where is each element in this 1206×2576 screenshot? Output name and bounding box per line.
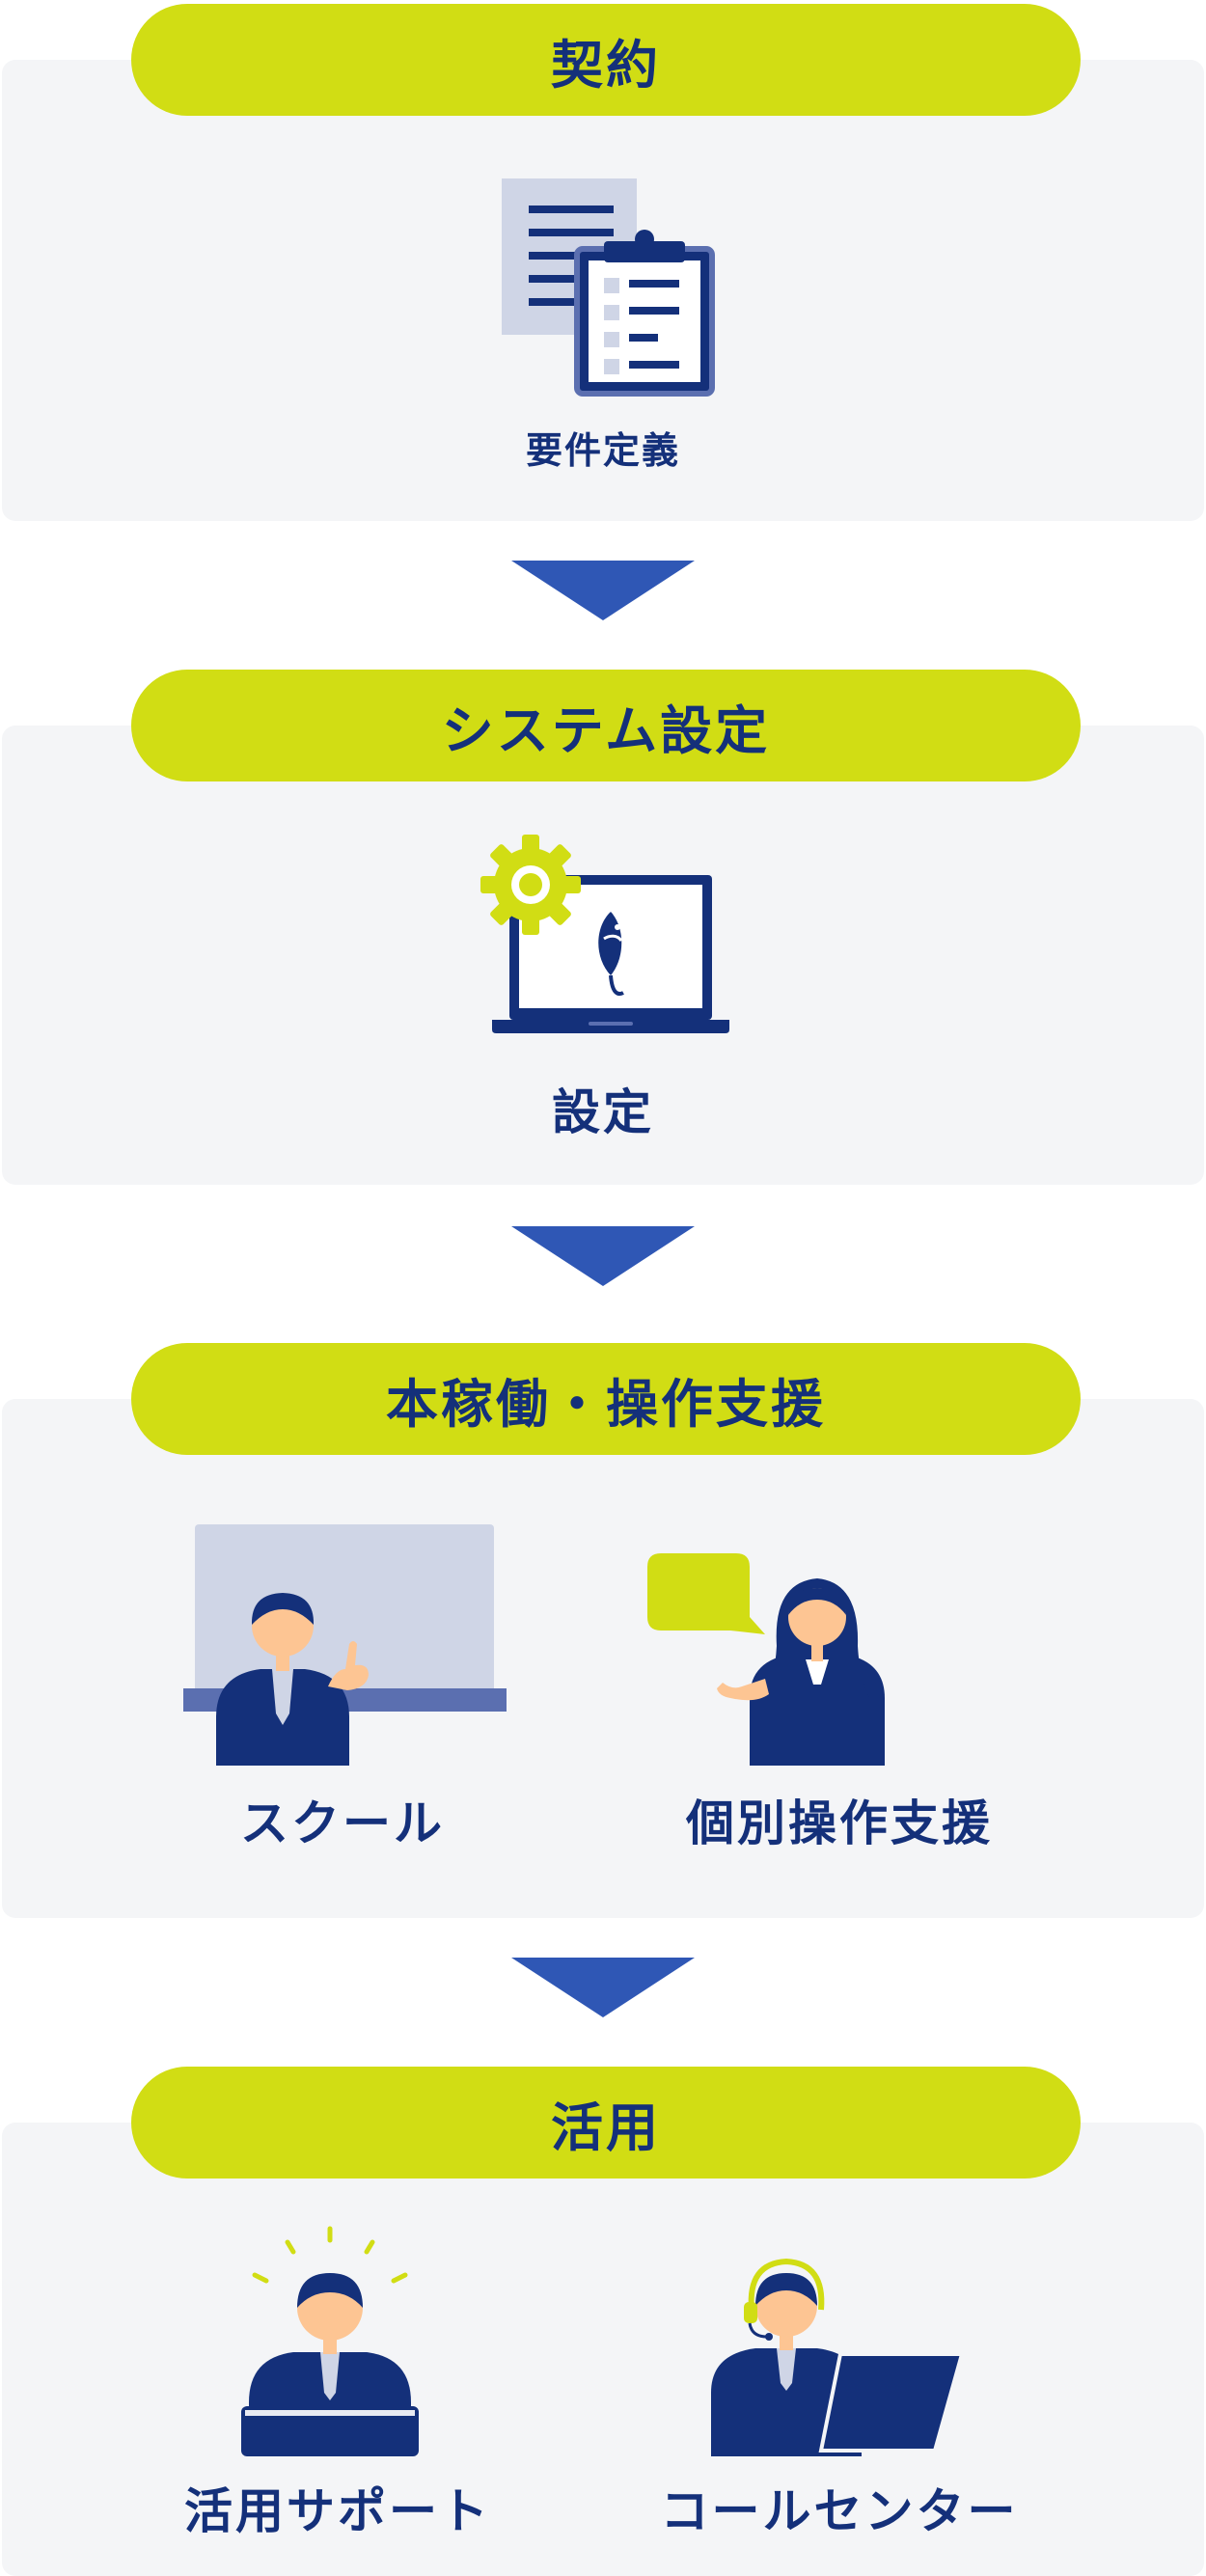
step-title-utilization: 活用 — [131, 2067, 1081, 2179]
step-title-system-setup: システム設定 — [131, 670, 1081, 781]
step-title-contract: 契約 — [131, 4, 1081, 116]
flow-arrow-down-icon — [511, 561, 695, 620]
item-label-requirements: 要件定義 — [525, 429, 680, 472]
flow-arrow-down-icon — [511, 1226, 695, 1286]
flow-arrow-down-icon — [511, 1958, 695, 2017]
step-panel-utilization — [2, 2123, 1204, 2576]
item-label-settings: 設定 — [552, 1084, 654, 1140]
instructor-whiteboard-icon — [183, 1524, 507, 1766]
item-label-school: スクール — [240, 1795, 445, 1851]
item-label-utilization-support: 活用サポート — [184, 2483, 491, 2539]
step-panel-operation-support — [2, 1399, 1204, 1918]
headset-operator-icon — [711, 2258, 965, 2456]
item-label-individual-support: 個別操作支援 — [686, 1795, 993, 1851]
support-staff-speech-icon — [647, 1553, 885, 1766]
idea-person-icon — [241, 2226, 419, 2456]
step-title-operation-support: 本稼働・操作支援 — [131, 1343, 1081, 1455]
item-label-call-center: コールセンター — [660, 2483, 1019, 2539]
laptop-gear-icon — [480, 835, 729, 1033]
clipboard-icon — [502, 178, 715, 397]
